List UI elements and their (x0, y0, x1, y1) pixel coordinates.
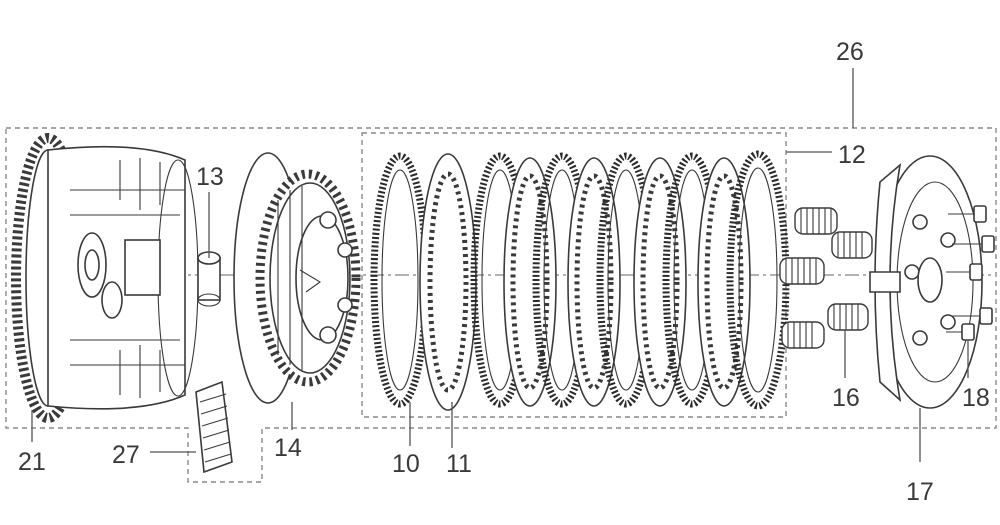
sleeve-part-13 (197, 251, 221, 307)
steel-plate-part-11 (419, 153, 477, 411)
label-26: 26 (836, 38, 864, 66)
friction-plate-part-10 (370, 152, 430, 408)
callout-labels: 26 12 13 21 27 14 10 11 16 18 17 (18, 38, 990, 506)
outer-assembly-box (5, 127, 997, 483)
plate-pack-box (361, 132, 787, 418)
label-18: 18 (962, 384, 990, 412)
bolts-part-18 (946, 205, 995, 341)
label-16: 16 (832, 384, 860, 412)
label-10: 10 (392, 450, 420, 478)
plate-stack (370, 150, 790, 411)
spring (781, 321, 825, 349)
leader-lines (31, 68, 969, 462)
label-13: 13 (196, 163, 224, 191)
label-12: 12 (838, 141, 866, 169)
label-11: 11 (446, 450, 472, 478)
steel-plate (567, 157, 621, 407)
bolt (952, 235, 995, 253)
steel-plate (697, 157, 751, 407)
spring (794, 207, 838, 235)
label-17: 17 (906, 478, 934, 506)
clutch-hub-part-14 (233, 152, 361, 404)
label-14: 14 (274, 434, 302, 462)
clutch-housing-part-21 (11, 133, 199, 423)
label-27: 27 (112, 441, 140, 469)
bolt (952, 307, 993, 325)
bolt (946, 263, 983, 281)
spring (827, 303, 869, 331)
steel-plate (503, 157, 557, 407)
bolt (948, 205, 987, 223)
steel-plate (633, 157, 687, 407)
spring (831, 231, 873, 259)
gear-part-27 (195, 380, 233, 474)
spring (779, 257, 825, 285)
pressure-plate-part-17 (869, 155, 983, 409)
label-21: 21 (18, 448, 46, 476)
springs-part-16 (779, 207, 873, 349)
